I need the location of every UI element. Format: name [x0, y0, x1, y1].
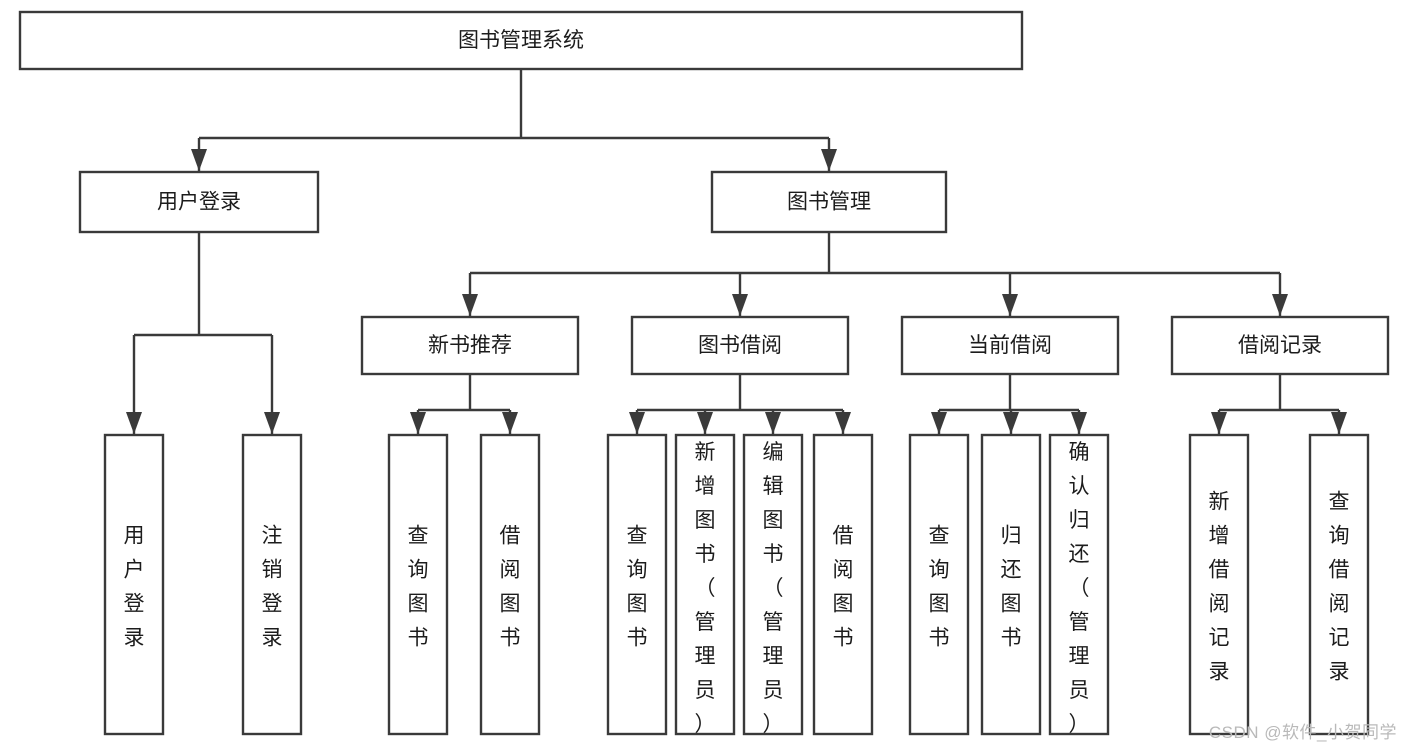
node-leaf-label-leaf-query-book-2: 查询图书 [627, 525, 648, 650]
arrow-head-icon [1071, 412, 1087, 434]
node-level3-box-new-book-recommend[interactable] [360, 315, 580, 376]
node-leaf-box-leaf-borrow-book-2[interactable] [812, 433, 874, 736]
arrow-head-icon [732, 294, 748, 316]
connector-layer [126, 69, 1347, 434]
node-leaf-label-leaf-return-book: 归还图书 [1001, 525, 1022, 650]
arrow-head-icon [1272, 294, 1288, 316]
arrow-head-icon [1002, 294, 1018, 316]
node-level3-box-current-borrow[interactable] [900, 315, 1120, 376]
node-leaf-box-leaf-edit-book[interactable] [742, 433, 804, 736]
arrow-head-icon [126, 412, 142, 434]
node-leaf-label-leaf-add-book: 新增图书（管理员） [695, 441, 716, 736]
arrow-head-icon [765, 412, 781, 434]
node-leaf-box-leaf-query-record[interactable] [1308, 433, 1370, 736]
watermark-text: CSDN @软件_小贺同学 [1208, 723, 1397, 742]
node-leaf-box-leaf-add-record[interactable] [1188, 433, 1250, 736]
node-leaf-label-leaf-borrow-book-1: 借阅图书 [500, 525, 521, 650]
arrow-head-icon [191, 149, 207, 171]
node-level3-label-borrow-record: 借阅记录 [1238, 334, 1322, 357]
node-leaf-label-leaf-query-book-1: 查询图书 [408, 525, 429, 650]
node-level2-label-book-manage: 图书管理 [787, 191, 871, 214]
node-leaf-box-leaf-user-logout[interactable] [241, 433, 303, 736]
node-leaf-label-leaf-add-record: 新增借阅记录 [1209, 491, 1230, 684]
node-layer: 图书管理系统用户登录图书管理新书推荐图书借阅当前借阅借阅记录用户登录注销登录查询… [18, 10, 1390, 736]
node-leaf-box-leaf-query-book-2[interactable] [606, 433, 668, 736]
arrow-head-icon [835, 412, 851, 434]
arrow-head-icon [1331, 412, 1347, 434]
node-leaf-label-leaf-user-logout: 注销登录 [262, 525, 283, 650]
node-leaf-box-leaf-user-login[interactable] [103, 433, 165, 736]
arrow-head-icon [931, 412, 947, 434]
node-leaf-label-leaf-borrow-book-2: 借阅图书 [833, 525, 854, 650]
arrow-head-icon [462, 294, 478, 316]
node-level2-label-user-login: 用户登录 [157, 191, 241, 214]
arrow-head-icon [697, 412, 713, 434]
node-level3-label-book-borrow: 图书借阅 [698, 334, 782, 357]
node-leaf-label-leaf-edit-book: 编辑图书（管理员） [763, 441, 784, 736]
node-level3-box-borrow-record[interactable] [1170, 315, 1390, 376]
node-level3-label-current-borrow: 当前借阅 [968, 334, 1052, 357]
node-leaf-box-leaf-return-book[interactable] [980, 433, 1042, 736]
node-leaf-label-leaf-query-record: 查询借阅记录 [1329, 491, 1350, 684]
node-leaf-box-leaf-confirm-return[interactable] [1048, 433, 1110, 736]
node-level2-box-book-manage[interactable] [710, 170, 948, 234]
arrow-head-icon [629, 412, 645, 434]
node-level3-box-book-borrow[interactable] [630, 315, 850, 376]
node-leaf-label-leaf-user-login: 用户登录 [124, 525, 145, 650]
node-leaf-label-leaf-query-book-3: 查询图书 [929, 525, 950, 650]
node-leaf-box-leaf-query-book-1[interactable] [387, 433, 449, 736]
arrow-head-icon [1211, 412, 1227, 434]
arrow-head-icon [1003, 412, 1019, 434]
node-level2-box-user-login[interactable] [78, 170, 320, 234]
node-leaf-box-leaf-borrow-book-1[interactable] [479, 433, 541, 736]
node-root-label: 图书管理系统 [458, 29, 584, 52]
arrow-head-icon [821, 149, 837, 171]
node-level3-label-new-book-recommend: 新书推荐 [428, 334, 512, 357]
arrow-head-icon [264, 412, 280, 434]
node-leaf-label-leaf-confirm-return: 确认归还（管理员） [1069, 441, 1090, 736]
node-root-box[interactable] [18, 10, 1024, 71]
arrow-head-icon [502, 412, 518, 434]
arrow-head-icon [410, 412, 426, 434]
node-leaf-box-leaf-add-book[interactable] [674, 433, 736, 736]
node-leaf-box-leaf-query-book-3[interactable] [908, 433, 970, 736]
